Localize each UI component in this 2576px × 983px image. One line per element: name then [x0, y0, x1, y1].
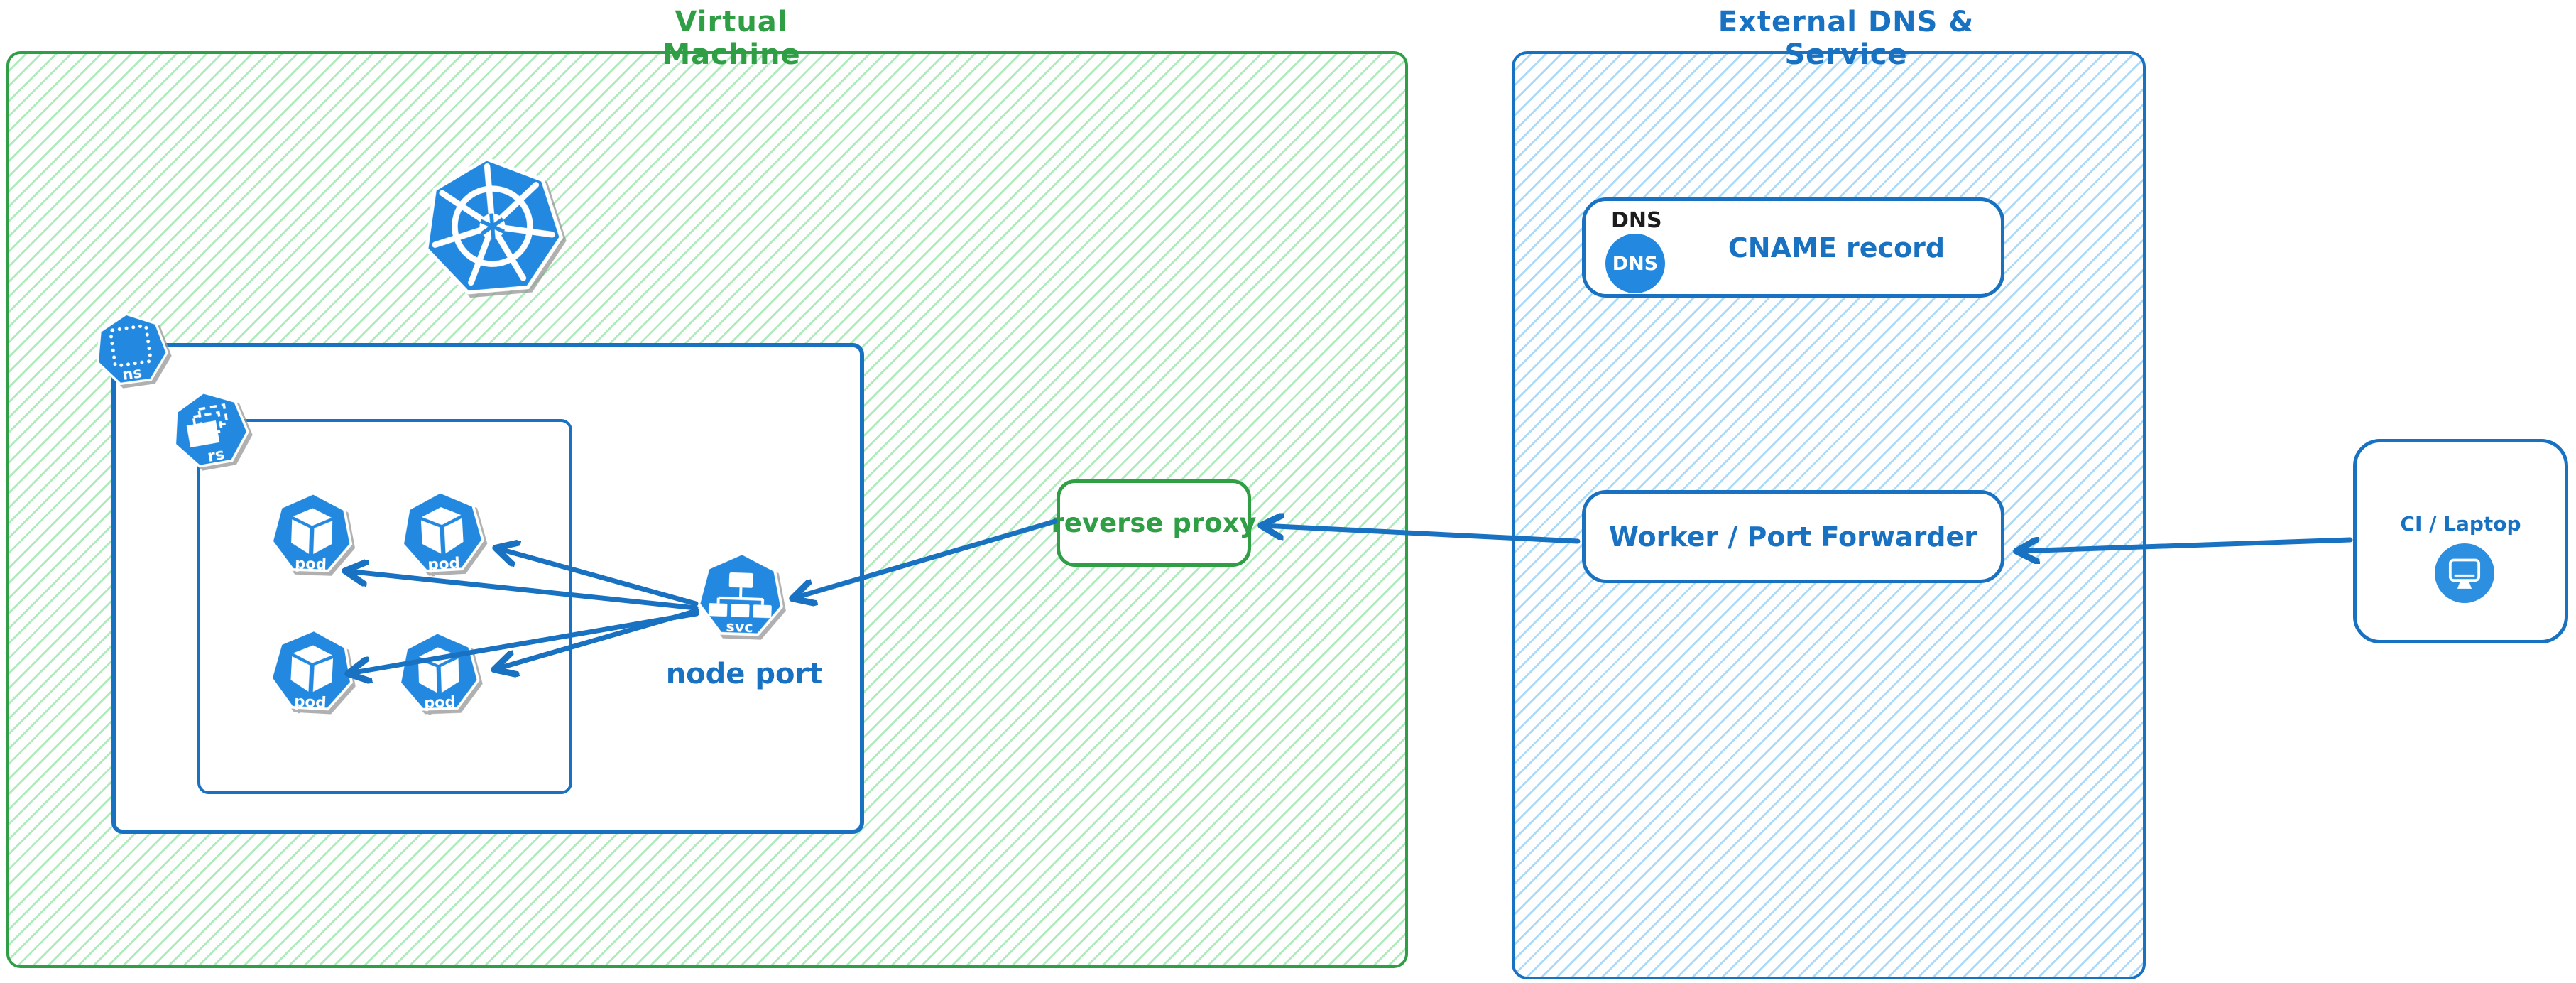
service-icon: svc	[697, 551, 784, 636]
svc-icon-label: svc	[726, 618, 753, 636]
reverse-proxy-label: reverse proxy	[1051, 508, 1257, 538]
pod-icon-3: pod	[269, 629, 353, 712]
helm-hub-notches	[479, 213, 505, 239]
cname-record-box: DNS DNS CNAME record	[1582, 197, 2004, 298]
node-port-label: node port	[665, 658, 823, 690]
pod-icon-1: pod	[270, 492, 353, 573]
svc-tree-lines	[716, 587, 765, 605]
replicaset-icon: rs	[173, 391, 249, 468]
namespace-icon: ns	[96, 313, 168, 386]
worker-port-forwarder-label: Worker / Port Forwarder	[1608, 521, 1978, 553]
pod-icon-2: pod	[401, 490, 485, 574]
replicaset-box	[197, 419, 572, 794]
cname-record-label: CNAME record	[1728, 232, 1945, 264]
virtual-machine-title: Virtual Machine	[662, 6, 801, 71]
ns-icon-label: ns	[121, 364, 143, 384]
pod-icon-label: pod	[424, 693, 456, 712]
dns-tag-label: DNS	[1611, 208, 1662, 233]
ci-laptop-label: CI / Laptop	[2400, 512, 2521, 536]
pod-icon-4: pod	[398, 631, 480, 712]
dns-icon: DNS	[1605, 234, 1665, 293]
ci-laptop-box: CI / Laptop	[2353, 439, 2568, 643]
worker-port-forwarder-box: Worker / Port Forwarder	[1582, 490, 2004, 583]
reverse-proxy-box: reverse proxy	[1052, 479, 1256, 567]
pod-icon-label: pod	[294, 693, 327, 712]
monitor-icon	[2435, 543, 2494, 603]
rs-icon-label: rs	[206, 445, 226, 466]
pod-icon-label: pod	[427, 555, 461, 574]
pod-icon-label: pod	[295, 554, 327, 573]
external-dns-title: External DNS & Service	[1718, 6, 1975, 71]
kubernetes-logo-icon	[424, 156, 564, 295]
